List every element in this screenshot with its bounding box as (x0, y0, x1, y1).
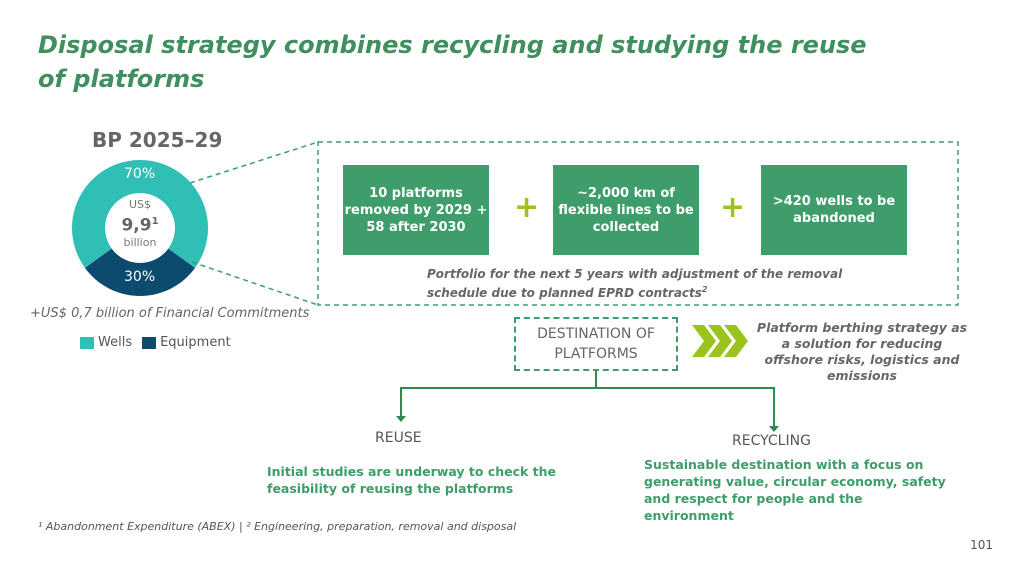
legend-wells: Wells (98, 335, 133, 350)
berthing-note: Platform berthing strategy as a solution… (756, 320, 968, 383)
connector-lines (400, 369, 775, 428)
legend: Wells Equipment (80, 335, 231, 350)
reuse-heading: REUSE (375, 430, 422, 446)
legend-swatch-equipment (142, 336, 157, 349)
donut-chart (72, 160, 208, 296)
footnote-ref: 1 (151, 216, 159, 227)
chart-title: BP 2025–29 (92, 128, 223, 152)
arrow-reuse (396, 416, 406, 422)
zoom-line-bottom (191, 261, 319, 306)
equipment-pct-label: 30% (124, 269, 156, 285)
destination-box: DESTINATION OF PLATFORMS (514, 317, 678, 371)
plus-icon: + (720, 190, 746, 225)
donut-slice-wells (72, 160, 208, 268)
dashed-frame (317, 141, 959, 306)
donut-center: US$ 9,91 billion (105, 198, 175, 250)
plus-icon: + (514, 190, 540, 225)
zoom-line-top (189, 141, 319, 184)
footnote-ref: 2 (701, 285, 708, 294)
wells-pct-label: 70% (124, 166, 156, 182)
box-wells: >420 wells to be abandoned (761, 165, 907, 255)
box-platforms: 10 platforms removed by 2029 + 58 after … (343, 165, 489, 255)
legend-equipment: Equipment (160, 335, 231, 350)
page-number: 101 (970, 538, 993, 552)
total-value: 9,9 (121, 215, 152, 236)
portfolio-note: Portfolio for the next 5 years with adju… (427, 266, 847, 301)
unit: billion (123, 235, 157, 249)
financial-commitments: +US$ 0,7 billion of Financial Commitment… (30, 306, 310, 321)
chevrons-icon (692, 325, 748, 357)
portfolio-text: Portfolio for the next 5 years with adju… (427, 267, 843, 300)
recycling-heading: RECYCLING (732, 433, 811, 449)
currency: US$ (128, 198, 152, 211)
box-flexible-lines: ~2,000 km of flexible lines to be collec… (553, 165, 699, 255)
recycling-text: Sustainable destination with a focus on … (644, 457, 946, 523)
footnote: ¹ Abandonment Expenditure (ABEX) | ² Eng… (38, 520, 517, 533)
arrow-recycling (769, 426, 779, 432)
page-title: Disposal strategy combines recycling and… (38, 31, 867, 93)
reuse-text: Initial studies are underway to check th… (267, 464, 557, 496)
donut-slice-equipment (84, 248, 196, 296)
legend-swatch-wells (80, 336, 94, 349)
